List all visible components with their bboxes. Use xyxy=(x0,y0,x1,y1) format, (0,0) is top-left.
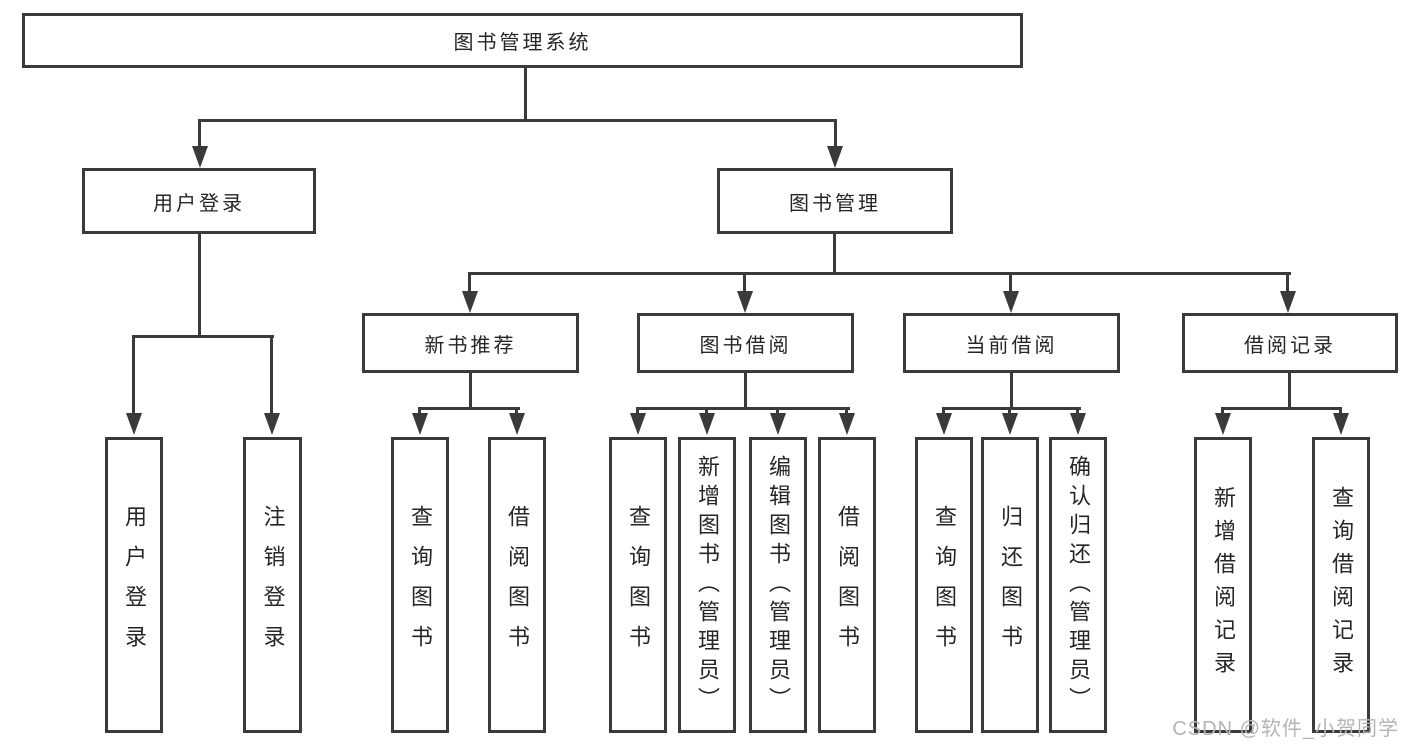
connector-borrow-shaft xyxy=(743,272,746,292)
connector-recommend-c2-shaft xyxy=(515,407,518,417)
leaf-current-query-book: 查询图书 xyxy=(915,437,973,733)
arrowhead-current-c3-icon xyxy=(1070,413,1086,435)
leaf-current-return-book-label: 归还图书 xyxy=(998,505,1023,665)
arrowhead-borrow-c2-icon xyxy=(699,413,715,435)
arrowhead-current-c1-icon xyxy=(936,413,952,435)
connector-record-c2-shaft xyxy=(1339,407,1342,417)
connector-userlogin-shaft xyxy=(198,119,201,147)
connector-current-stub xyxy=(1010,373,1013,410)
connector-borrow-c2-shaft xyxy=(705,407,708,417)
leaf-recommend-query-book: 查询图书 xyxy=(391,437,449,733)
connector-root-hline xyxy=(199,119,837,122)
user-login-node-label: 用户登录 xyxy=(153,192,245,215)
arrowhead-recommend-icon xyxy=(462,291,478,313)
root-node: 图书管理系统 xyxy=(22,13,1023,68)
book-borrow-node: 图书借阅 xyxy=(637,313,854,373)
connector-bookmgmt-stub xyxy=(833,233,836,275)
arrowhead-leaf-logout-icon xyxy=(264,413,280,435)
connector-recommend-stub xyxy=(469,373,472,410)
connector-userlogin-stub xyxy=(198,233,201,338)
arrowhead-current-c2-icon xyxy=(1002,413,1018,435)
connector-record-shaft xyxy=(1286,272,1289,292)
connector-bookmgmt-shaft xyxy=(834,119,837,147)
connector-record-c1-shaft xyxy=(1221,407,1224,417)
leaf-borrow-add-book: 新增图书（管理员） xyxy=(678,437,736,733)
connector-recommend-c1-shaft xyxy=(418,407,421,417)
leaf-borrow-borrow-book-label: 借阅图书 xyxy=(835,505,860,665)
current-borrow-node: 当前借阅 xyxy=(903,313,1120,373)
leaf-logout-label: 注销登录 xyxy=(260,505,286,665)
arrowhead-leaf-userlogin-icon xyxy=(126,413,142,435)
leaf-record-query: 查询借阅记录 xyxy=(1312,437,1370,733)
connector-borrow-c3-shaft xyxy=(776,407,779,417)
leaf-borrow-edit-book: 编辑图书（管理员） xyxy=(749,437,807,733)
connector-root-stub xyxy=(524,68,527,122)
leaf-current-confirm-return: 确认归还（管理员） xyxy=(1049,437,1107,733)
connector-current-c3-shaft xyxy=(1076,407,1079,417)
leaf-user-login: 用户登录 xyxy=(105,437,163,733)
leaf-logout: 注销登录 xyxy=(243,437,302,733)
connector-bookmgmt-hline xyxy=(468,272,1291,275)
leaf-borrow-add-book-label: 新增图书（管理员） xyxy=(695,454,720,716)
leaf-recommend-borrow-book-label: 借阅图书 xyxy=(505,505,530,665)
connector-leaf-userlogin-shaft xyxy=(132,335,135,415)
new-book-recommend-label: 新书推荐 xyxy=(424,334,517,357)
connector-borrow-stub xyxy=(744,373,747,410)
book-borrow-label: 图书借阅 xyxy=(699,334,792,357)
arrowhead-recommend-c1-icon xyxy=(412,413,428,435)
arrowhead-borrow-c1-icon xyxy=(630,413,646,435)
connector-record-hline xyxy=(1221,407,1342,410)
leaf-current-return-book: 归还图书 xyxy=(981,437,1039,733)
arrowhead-recommend-c2-icon xyxy=(509,413,525,435)
book-management-node-label: 图书管理 xyxy=(789,192,881,215)
connector-borrow-c1-shaft xyxy=(636,407,639,417)
leaf-current-confirm-return-label: 确认归还（管理员） xyxy=(1066,454,1091,716)
connector-borrow-hline xyxy=(636,407,850,410)
connector-borrow-c4-shaft xyxy=(845,407,848,417)
leaf-record-query-label: 查询借阅记录 xyxy=(1329,486,1354,684)
leaf-recommend-query-book-label: 查询图书 xyxy=(408,505,433,665)
user-login-node: 用户登录 xyxy=(82,168,316,234)
arrowhead-record-c1-icon xyxy=(1215,413,1231,435)
arrowhead-record-icon xyxy=(1280,291,1296,313)
connector-recommend-hline xyxy=(418,407,520,410)
leaf-borrow-borrow-book: 借阅图书 xyxy=(818,437,876,733)
current-borrow-label: 当前借阅 xyxy=(965,334,1058,357)
connector-userlogin-hline xyxy=(133,335,274,338)
borrow-record-label: 借阅记录 xyxy=(1244,334,1336,357)
arrowhead-record-c2-icon xyxy=(1333,413,1349,435)
leaf-borrow-edit-book-label: 编辑图书（管理员） xyxy=(766,454,791,716)
connector-record-stub xyxy=(1288,373,1291,410)
root-node-label: 图书管理系统 xyxy=(453,32,592,54)
arrowhead-bookmgmt-icon xyxy=(827,146,843,168)
leaf-current-query-book-label: 查询图书 xyxy=(932,505,957,665)
borrow-record-node: 借阅记录 xyxy=(1182,313,1398,373)
arrowhead-borrow-icon xyxy=(737,291,753,313)
leaf-record-add: 新增借阅记录 xyxy=(1194,437,1252,733)
connector-recommend-shaft xyxy=(468,272,471,292)
leaf-recommend-borrow-book: 借阅图书 xyxy=(488,437,546,733)
connector-current-c2-shaft xyxy=(1008,407,1011,417)
arrowhead-userlogin-icon xyxy=(192,146,208,168)
new-book-recommend-node: 新书推荐 xyxy=(362,313,579,373)
connector-current-hline xyxy=(942,407,1081,410)
arrowhead-borrow-c4-icon xyxy=(839,413,855,435)
connector-current-shaft xyxy=(1009,272,1012,292)
csdn-watermark: CSDN @软件_小贺同学 xyxy=(1172,718,1399,740)
connector-leaf-logout-shaft xyxy=(270,335,273,415)
leaf-record-add-label: 新增借阅记录 xyxy=(1211,486,1236,684)
leaf-borrow-query-book: 查询图书 xyxy=(609,437,667,733)
connector-current-c1-shaft xyxy=(942,407,945,417)
book-management-node: 图书管理 xyxy=(717,168,953,234)
leaf-borrow-query-book-label: 查询图书 xyxy=(626,505,651,665)
arrowhead-current-icon xyxy=(1003,291,1019,313)
arrowhead-borrow-c3-icon xyxy=(770,413,786,435)
leaf-user-login-label: 用户登录 xyxy=(122,505,147,665)
